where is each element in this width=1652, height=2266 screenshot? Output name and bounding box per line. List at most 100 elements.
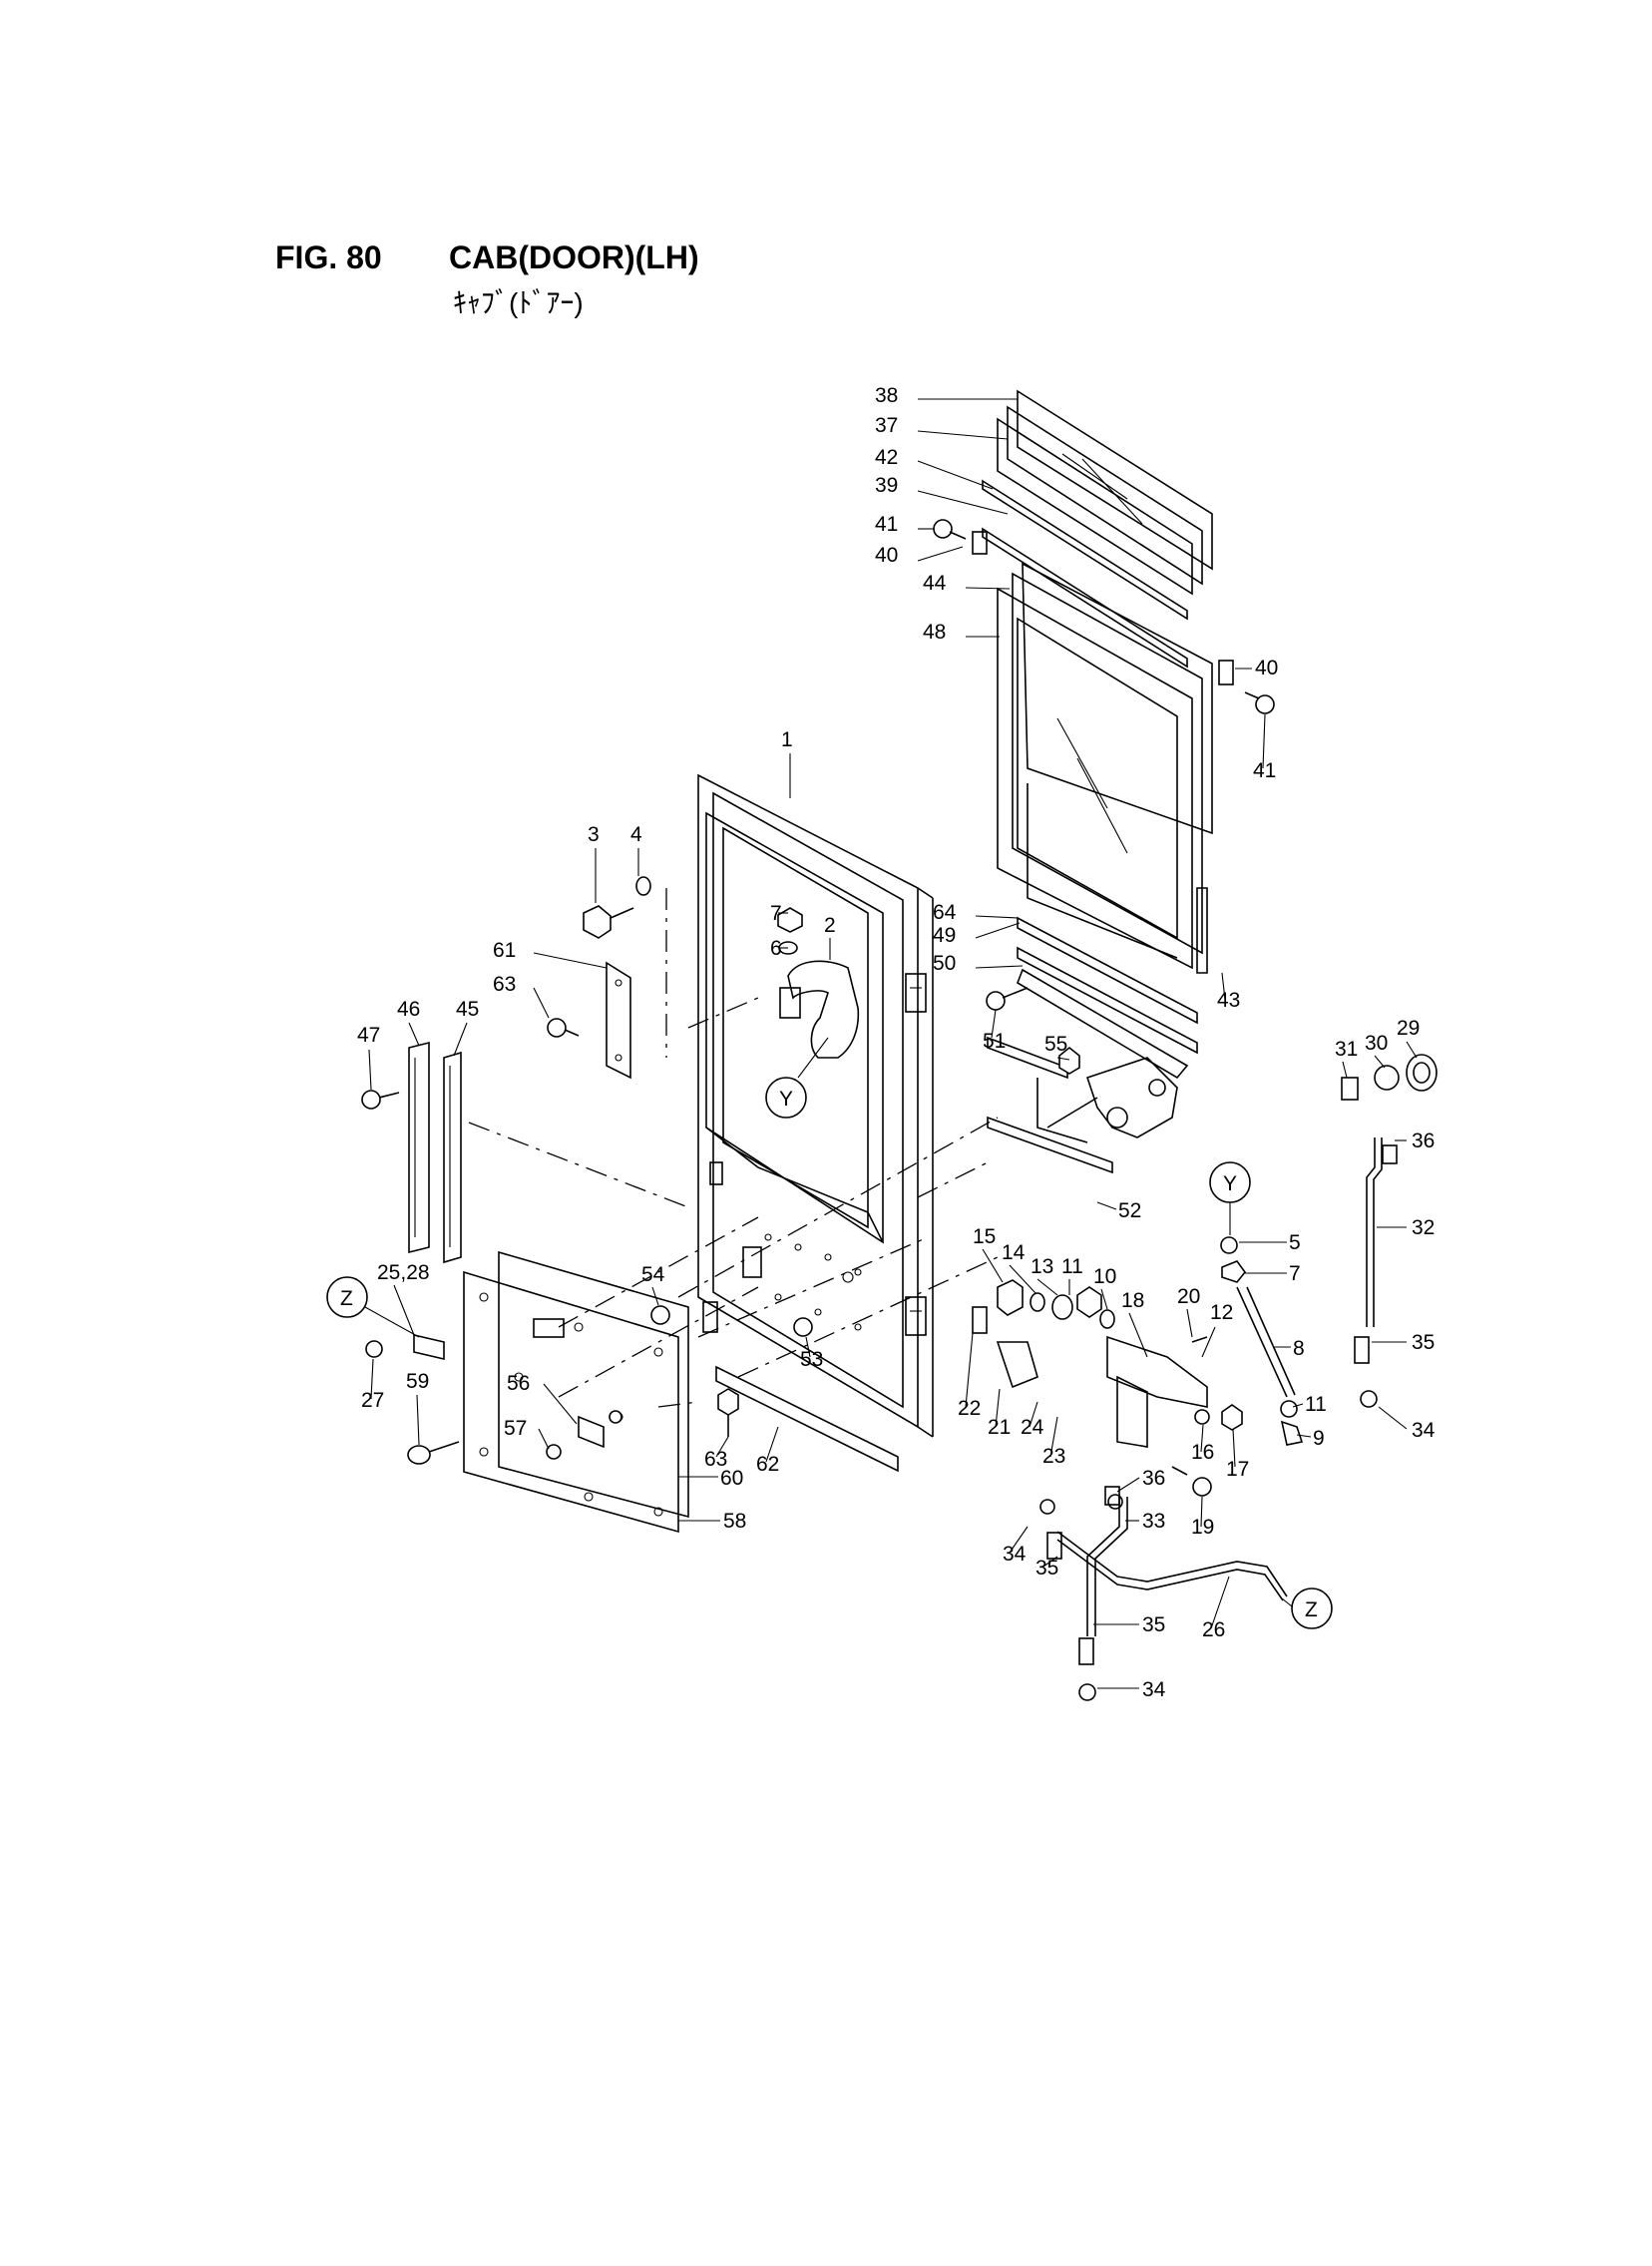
- part-label-43: 43: [1217, 989, 1240, 1012]
- leader-line-63: [715, 1436, 729, 1458]
- bolt-51: [986, 987, 1029, 1011]
- part-label-36: 36: [1142, 1467, 1165, 1490]
- window-regulator: [987, 1036, 1178, 1174]
- leader-line-49: [975, 922, 1021, 939]
- leader-line-20: [1186, 1308, 1193, 1338]
- leader-line-57: [538, 1428, 550, 1450]
- leader-line-19: [1200, 1496, 1203, 1528]
- leader-line-45: [453, 1022, 468, 1057]
- part-label-41: 41: [1253, 759, 1276, 782]
- part-label-63: 63: [704, 1448, 727, 1471]
- part-label-7: 7: [770, 902, 782, 925]
- svg-text:Y: Y: [779, 1088, 793, 1111]
- part-label-4: 4: [630, 823, 642, 846]
- part-label-42: 42: [875, 446, 898, 469]
- assembly-guide-lines: [468, 888, 999, 1408]
- part-label-64: 64: [933, 901, 957, 924]
- part-label-25-28: 25,28: [377, 1261, 430, 1284]
- leader-line-13: [1036, 1278, 1058, 1296]
- part-label-60: 60: [720, 1467, 743, 1490]
- figure-title: CAB(DOOR)(LH): [449, 239, 699, 275]
- bolt-47: [361, 1090, 400, 1110]
- knob-59: [407, 1441, 460, 1465]
- part-label-54: 54: [641, 1263, 665, 1286]
- leader-lines: [368, 398, 1418, 1689]
- leader-line-15: [982, 1248, 1004, 1283]
- lock-mechanism: [972, 1279, 1243, 1515]
- svg-text:Y: Y: [1223, 1172, 1237, 1195]
- leader-line-53: [805, 1336, 811, 1358]
- bolt-63-upper: [547, 1018, 580, 1038]
- door-hinges: [905, 973, 927, 1336]
- part-label-38: 38: [875, 384, 898, 407]
- leader-line-63: [533, 987, 550, 1019]
- upper-glass-frame: [997, 389, 1213, 596]
- leader-line-64: [975, 915, 1019, 919]
- leader-line-16: [1200, 1424, 1204, 1453]
- part-label-33: 33: [1142, 1510, 1165, 1533]
- part-label-63: 63: [493, 973, 516, 996]
- part-label-9: 9: [1313, 1427, 1325, 1450]
- part-label-58: 58: [723, 1510, 746, 1533]
- part-label-53: 53: [800, 1348, 823, 1371]
- door-lower-panel-holes: [702, 1161, 862, 1333]
- part-label-61: 61: [493, 939, 516, 962]
- part-label-5: 5: [1289, 1231, 1301, 1254]
- linkage-rod-8: [1220, 1236, 1304, 1446]
- part-label-8: 8: [1293, 1337, 1305, 1360]
- panel-fastener-56-57: [546, 1410, 622, 1460]
- rod-32-assembly: [1354, 1137, 1398, 1408]
- part-label-14: 14: [1002, 1241, 1026, 1264]
- leader-line-47: [368, 1049, 372, 1091]
- leader-line-27: [370, 1358, 374, 1400]
- view-marker-z-1: Z: [326, 1276, 420, 1338]
- view-marker-y-1: Y: [765, 1037, 829, 1119]
- leader-line-29: [1406, 1041, 1418, 1059]
- part-label-7: 7: [1289, 1262, 1301, 1285]
- part-label-21: 21: [988, 1416, 1011, 1439]
- main-glass-frame: [997, 562, 1213, 970]
- part-label-39: 39: [875, 474, 898, 497]
- part-label-44: 44: [923, 572, 947, 595]
- leader-line-26: [1210, 1576, 1230, 1629]
- glass-lower-channel: [1017, 916, 1198, 1080]
- leader-line-23: [1049, 1416, 1058, 1458]
- part-label-26: 26: [1202, 1618, 1225, 1641]
- part-label-40: 40: [1255, 657, 1278, 680]
- part-label-48: 48: [923, 621, 946, 644]
- part-label-11: 11: [1061, 1255, 1083, 1278]
- rod-26-assembly: [1046, 1531, 1288, 1601]
- leader-line-50: [975, 965, 1024, 969]
- door-bottom-rail: [715, 1365, 899, 1473]
- part-label-46: 46: [397, 998, 420, 1021]
- leader-line-14: [1009, 1264, 1036, 1294]
- leader-line-46: [408, 1022, 420, 1047]
- leader-line-18: [1128, 1312, 1148, 1358]
- leader-line-35: [1042, 1556, 1058, 1568]
- part-label-3: 3: [588, 823, 600, 846]
- figure-subtitle: ｷｬﾌﾞ(ﾄﾞｱｰ): [453, 287, 584, 318]
- leader-line-59: [416, 1394, 420, 1446]
- leader-line-10: [1100, 1288, 1108, 1310]
- bolt-3: [583, 905, 634, 939]
- part-label-34: 34: [1142, 1678, 1166, 1701]
- leader-line-24: [1029, 1401, 1038, 1428]
- part-label-62: 62: [756, 1453, 779, 1476]
- plate-61: [606, 961, 631, 1080]
- part-label-19: 19: [1191, 1516, 1214, 1539]
- leader-line-17: [1232, 1428, 1236, 1468]
- part-label-59: 59: [406, 1370, 429, 1393]
- part-label-6: 6: [770, 937, 782, 960]
- leader-line-62: [765, 1426, 779, 1463]
- part-27-25-28: [365, 1333, 445, 1361]
- part-label-1: 1: [781, 728, 793, 751]
- svg-text:Z: Z: [1305, 1598, 1318, 1621]
- leader-line-40: [917, 546, 964, 562]
- leader-line-51: [991, 1009, 997, 1039]
- side-rails: [408, 1041, 462, 1264]
- part-label-20: 20: [1177, 1285, 1200, 1308]
- part-label-29: 29: [1397, 1017, 1420, 1040]
- part-label-35: 35: [1142, 1613, 1165, 1636]
